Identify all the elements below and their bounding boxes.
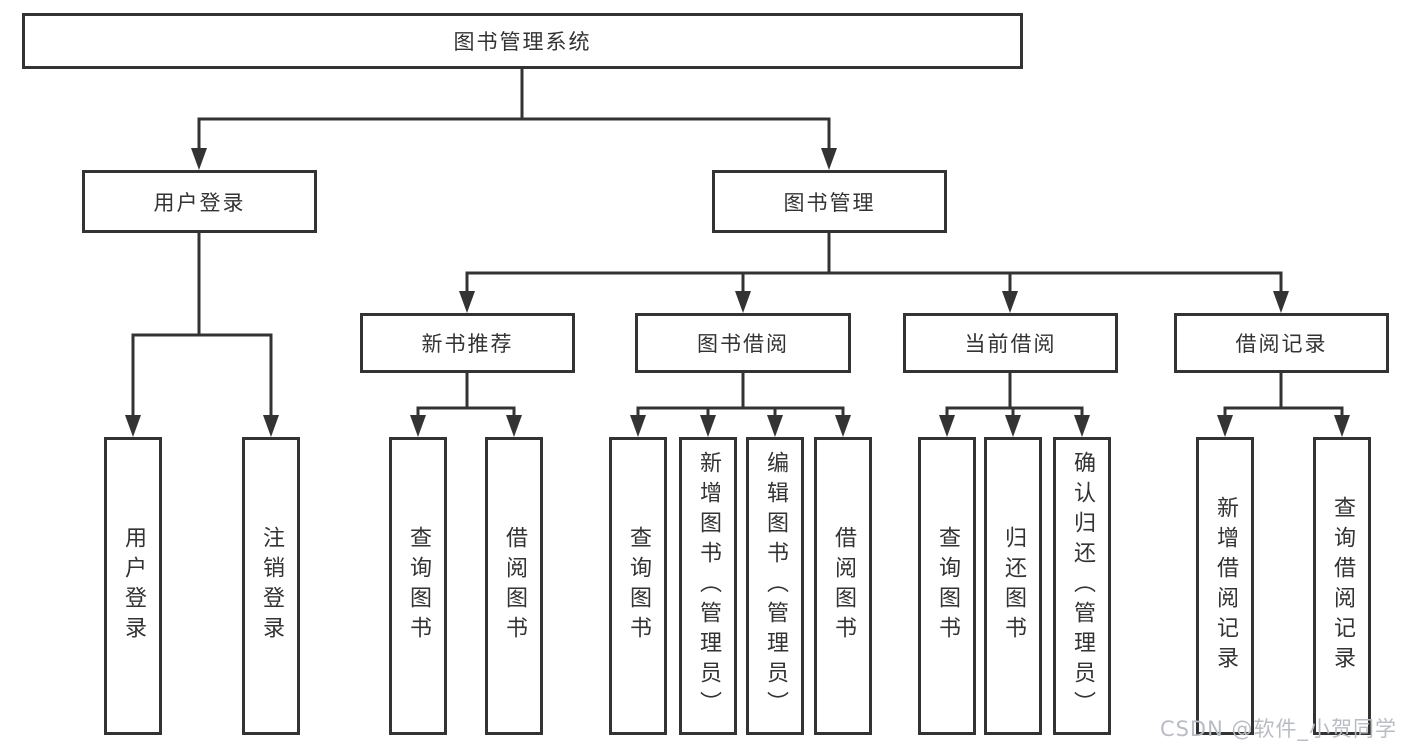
node-borrow-books-borrowing: 借阅图书 [814,437,872,735]
node-book-management: 图书管理 [712,170,947,233]
node-library-management-system: 图书管理系统 [22,13,1023,69]
node-new-book-recommendation: 新书推荐 [360,313,575,373]
node-logout: 注销登录 [242,437,300,735]
node-add-borrow-record: 新增借阅记录 [1196,437,1254,735]
node-edit-book-admin: 编辑图书（管理员） [746,437,804,735]
node-current-borrowing: 当前借阅 [903,313,1118,373]
node-return-books: 归还图书 [984,437,1042,735]
node-user-login-leaf: 用户登录 [104,437,162,735]
node-query-books-recommend: 查询图书 [389,437,447,735]
node-query-books-borrowing: 查询图书 [609,437,667,735]
node-query-books-current: 查询图书 [918,437,976,735]
node-borrowing-records: 借阅记录 [1174,313,1389,373]
node-confirm-return-admin: 确认归还（管理员） [1053,437,1111,735]
node-borrow-books-recommend: 借阅图书 [485,437,543,735]
node-book-borrowing: 图书借阅 [635,313,851,373]
node-add-book-admin: 新增图书（管理员） [679,437,737,735]
node-query-borrow-record: 查询借阅记录 [1313,437,1371,735]
node-user-login: 用户登录 [82,170,317,233]
csdn-watermark: CSDN @软件_小贺同学 [1159,717,1397,741]
